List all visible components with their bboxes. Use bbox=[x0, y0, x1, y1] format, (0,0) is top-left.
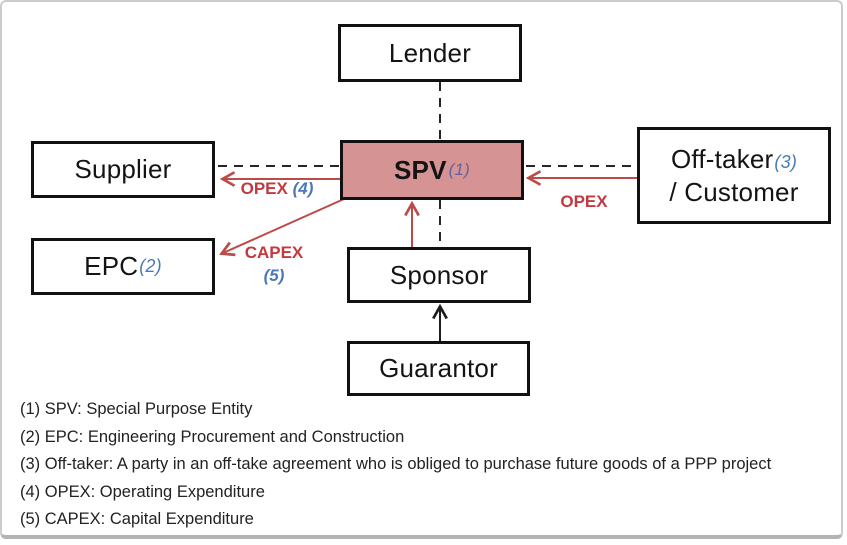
footnote-spv: (1) SPV: Special Purpose Entity bbox=[20, 400, 253, 418]
lender-box: Lender bbox=[338, 24, 522, 82]
epc-footnote-ref: (2) bbox=[139, 256, 162, 276]
opex-right-text: OPEX bbox=[560, 192, 608, 211]
opex-left-text: OPEX bbox=[240, 179, 288, 198]
footnote-offtaker: (3) Off-taker: A party in an off-take ag… bbox=[20, 455, 772, 473]
guarantor-label: Guarantor bbox=[379, 353, 498, 383]
lender-label: Lender bbox=[388, 37, 472, 68]
epc-box: EPC(2) bbox=[31, 238, 215, 295]
sponsor-box: Sponsor bbox=[347, 247, 531, 303]
epc-label: EPC bbox=[84, 251, 139, 281]
spv-footnote-ref: (1) bbox=[448, 160, 471, 179]
opex-left-footnote-ref: (4) bbox=[292, 179, 314, 198]
offtaker-label: Off-taker(3) / Customer bbox=[669, 143, 798, 208]
capex-epc-edge-label: CAPEX (5) bbox=[234, 241, 314, 287]
sponsor-label: Sponsor bbox=[389, 259, 489, 290]
spv-label: SPV bbox=[393, 154, 447, 185]
spv-box: SPV(1) bbox=[340, 140, 524, 200]
offtaker-label-line1: Off-taker bbox=[670, 144, 774, 174]
footnote-capex: (5) CAPEX: Capital Expenditure bbox=[20, 510, 254, 528]
capex-text: CAPEX bbox=[244, 243, 304, 262]
offtaker-footnote-ref: (3) bbox=[774, 152, 798, 172]
offtaker-label-line2: / Customer bbox=[669, 176, 799, 207]
supplier-box: Supplier bbox=[31, 141, 215, 198]
supplier-label: Supplier bbox=[74, 154, 172, 184]
capex-footnote-ref: (5) bbox=[263, 266, 285, 285]
guarantor-box: Guarantor bbox=[347, 341, 530, 396]
opex-offtaker-edge-label: OPEX bbox=[548, 192, 620, 212]
footnote-epc: (2) EPC: Engineering Procurement and Con… bbox=[20, 427, 405, 446]
opex-supplier-edge-label: OPEX (4) bbox=[227, 179, 327, 199]
offtaker-box: Off-taker(3) / Customer bbox=[637, 127, 831, 224]
footnote-opex: (4) OPEX: Operating Expenditure bbox=[20, 482, 265, 501]
footnotes-legend: (1) SPV: Special Purpose Entity (2) EPC:… bbox=[20, 396, 771, 534]
